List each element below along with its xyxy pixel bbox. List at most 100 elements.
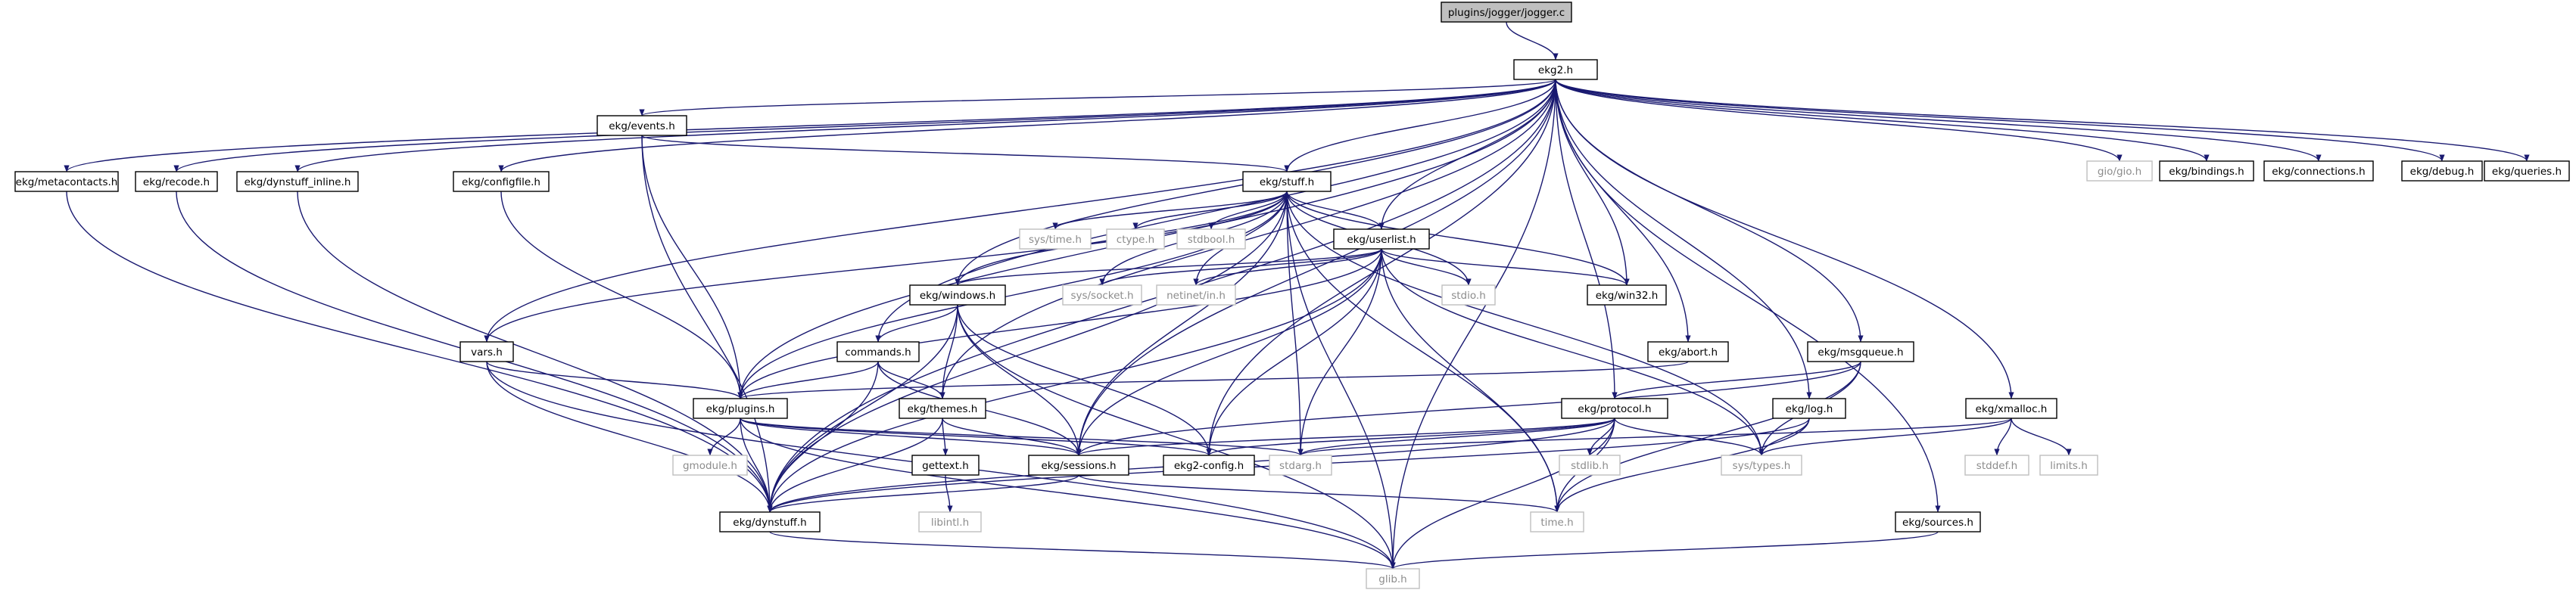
node-ekg-configfile-h[interactable]: ekg/configfile.h [453, 171, 550, 192]
node-gettext-h[interactable]: gettext.h [911, 455, 980, 476]
edge-stuff-to-plugins [737, 191, 1288, 399]
node-label-ekg-abort-h: ekg/abort.h [1659, 346, 1718, 359]
edge-stuff-to-systime [1052, 191, 1288, 230]
edge-ekg2-to-connections [1555, 79, 2322, 162]
edge-ekg2-to-giogio [1555, 79, 2123, 162]
edge-vars-to-plugins [486, 361, 743, 399]
node-ekg-plugins-h[interactable]: ekg/plugins.h [693, 398, 788, 419]
edge-userlist-to-dynstuff [767, 248, 1382, 513]
node-ekg-debug-h[interactable]: ekg/debug.h [2401, 160, 2483, 182]
node-box-ekg-windows-h [909, 284, 1006, 306]
node-ekg2-config-h[interactable]: ekg2-config.h [1163, 455, 1255, 476]
node-vars-h[interactable]: vars.h [459, 341, 514, 362]
edge-protocol-to-sessions [1076, 418, 1615, 456]
node-ekg-windows-h[interactable]: ekg/windows.h [909, 284, 1006, 306]
node-ekg-bindings-h[interactable]: ekg/bindings.h [2159, 160, 2254, 182]
node-label-ekg-stuff-h: ekg/stuff.h [1260, 176, 1314, 188]
node-ekg-log-h[interactable]: ekg/log.h [1772, 398, 1846, 419]
node-box-ekg-bindings-h [2159, 160, 2254, 182]
node-box-ekg-events-h [596, 115, 687, 136]
node-ekg-sources-h[interactable]: ekg/sources.h [1895, 511, 1981, 532]
node-box-plugins-jogger-jogger-c [1441, 2, 1572, 23]
node-ekg-themes-h[interactable]: ekg/themes.h [899, 398, 986, 419]
node-ekg2-h[interactable]: ekg2.h [1513, 59, 1598, 80]
node-ekg-queries-h[interactable]: ekg/queries.h [2484, 160, 2570, 182]
node-ekg-dynstuff-inline-h[interactable]: ekg/dynstuff_inline.h [236, 171, 359, 192]
edge-ekg2-to-win32 [1555, 79, 1630, 286]
edge-ekg2-to-dynstuff_inline [294, 79, 1556, 172]
node-ekg-userlist-h[interactable]: ekg/userlist.h [1333, 228, 1430, 250]
edge-stuff-to-glib [1286, 191, 1396, 570]
node-label-sys-socket-h: sys/socket.h [1070, 290, 1133, 302]
node-label-ekg-dynstuff-inline-h: ekg/dynstuff_inline.h [245, 176, 351, 188]
edge-stuff-to-systypes [1286, 191, 1765, 456]
edge-ekg2-to-configfile [498, 79, 1556, 172]
edge-plugins-to-stdarg [740, 418, 1304, 456]
node-commands-h[interactable]: commands.h [836, 341, 920, 362]
node-label-ekg-sources-h: ekg/sources.h [1902, 517, 1973, 529]
edge-ekg2-to-queries [1555, 79, 2530, 162]
node-label-ekg-connections-h: ekg/connections.h [2272, 166, 2366, 178]
node-glib-h: glib.h [1366, 568, 1420, 589]
node-ekg-msgqueue-h[interactable]: ekg/msgqueue.h [1807, 341, 1914, 362]
node-box-stdlib-h [1559, 455, 1621, 476]
node-box-ctype-h [1106, 228, 1165, 250]
node-label-gmodule-h: gmodule.h [683, 460, 737, 472]
edges-layer [64, 21, 2530, 570]
node-ekg-protocol-h[interactable]: ekg/protocol.h [1561, 398, 1668, 419]
node-box-ekg-protocol-h [1561, 398, 1668, 419]
node-ekg-xmalloc-h[interactable]: ekg/xmalloc.h [1965, 398, 2057, 419]
node-ekg-sessions-h[interactable]: ekg/sessions.h [1028, 455, 1129, 476]
node-box-vars-h [459, 341, 514, 362]
edge-metacontacts-to-dynstuff [66, 191, 773, 513]
edge-themes-to-sessions [942, 418, 1082, 456]
node-box-ekg-configfile-h [453, 171, 550, 192]
node-label-ekg-win32-h: ekg/win32.h [1596, 290, 1659, 302]
edge-userlist-to-sessions [1076, 248, 1382, 456]
edge-plugins-to-sessions [740, 418, 1082, 456]
node-plugins-jogger-jogger-c[interactable]: plugins/jogger/jogger.c [1441, 2, 1572, 23]
edge-xmalloc-to-systypes [1758, 418, 2012, 456]
node-ekg-win32-h[interactable]: ekg/win32.h [1587, 284, 1667, 306]
node-box-ekg-themes-h [899, 398, 986, 419]
edge-ekg2-to-log [1555, 79, 1812, 399]
node-box-ekg-sources-h [1895, 511, 1981, 532]
node-box-gmodule-h [672, 455, 748, 476]
nodes-layer: plugins/jogger/jogger.c ekg2.h ekg/metacon… [14, 2, 2570, 589]
node-label-netinet-in-h: netinet/in.h [1167, 290, 1226, 302]
node-label-stdarg-h: stdarg.h [1279, 460, 1322, 472]
edge-userlist-to-stdio [1381, 248, 1472, 286]
node-label-ekg-events-h: ekg/events.h [609, 120, 675, 132]
node-label-ekg-recode-h: ekg/recode.h [143, 176, 210, 188]
node-label-time-h: time.h [1540, 517, 1573, 529]
node-ekg-abort-h[interactable]: ekg/abort.h [1647, 341, 1729, 362]
node-ekg-metacontacts-h[interactable]: ekg/metacontacts.h [14, 171, 119, 192]
edge-themes-to-gettext [942, 418, 948, 456]
node-box-ekg2-config-h [1163, 455, 1255, 476]
node-limits-h: limits.h [2039, 455, 2098, 476]
node-box-stdarg-h [1269, 455, 1332, 476]
node-label-ekg-plugins-h: ekg/plugins.h [706, 403, 775, 415]
node-label-sys-types-h: sys/types.h [1733, 460, 1791, 472]
node-box-gio-gio-h [2086, 160, 2153, 182]
node-ekg-recode-h[interactable]: ekg/recode.h [135, 171, 218, 192]
edge-vars-to-dynstuff [486, 361, 773, 513]
edge-root-to-ekg2 [1506, 21, 1559, 61]
edge-userlist-to-timeh [1381, 248, 1560, 513]
node-box-ekg-sessions-h [1028, 455, 1129, 476]
edge-commands-to-themes [877, 361, 945, 399]
node-ekg-connections-h[interactable]: ekg/connections.h [2263, 160, 2374, 182]
edge-userlist-to-systypes [1381, 248, 1765, 456]
node-ekg-events-h[interactable]: ekg/events.h [596, 115, 687, 136]
edge-windows-to-dynstuff [767, 304, 958, 513]
edge-dynstuff-to-glib [769, 531, 1396, 570]
node-box-ekg-queries-h [2484, 160, 2570, 182]
node-ekg-stuff-h[interactable]: ekg/stuff.h [1242, 171, 1332, 192]
node-box-stdbool-h [1176, 228, 1246, 250]
node-label-limits-h: limits.h [2050, 460, 2088, 472]
node-ekg-dynstuff-h[interactable]: ekg/dynstuff.h [719, 511, 821, 532]
node-label-stdlib-h: stdlib.h [1571, 460, 1609, 472]
edge-commands-to-dynstuff [767, 361, 879, 513]
edge-events-to-plugins [641, 135, 743, 399]
edge-ekg2-to-stuff [1284, 79, 1556, 172]
